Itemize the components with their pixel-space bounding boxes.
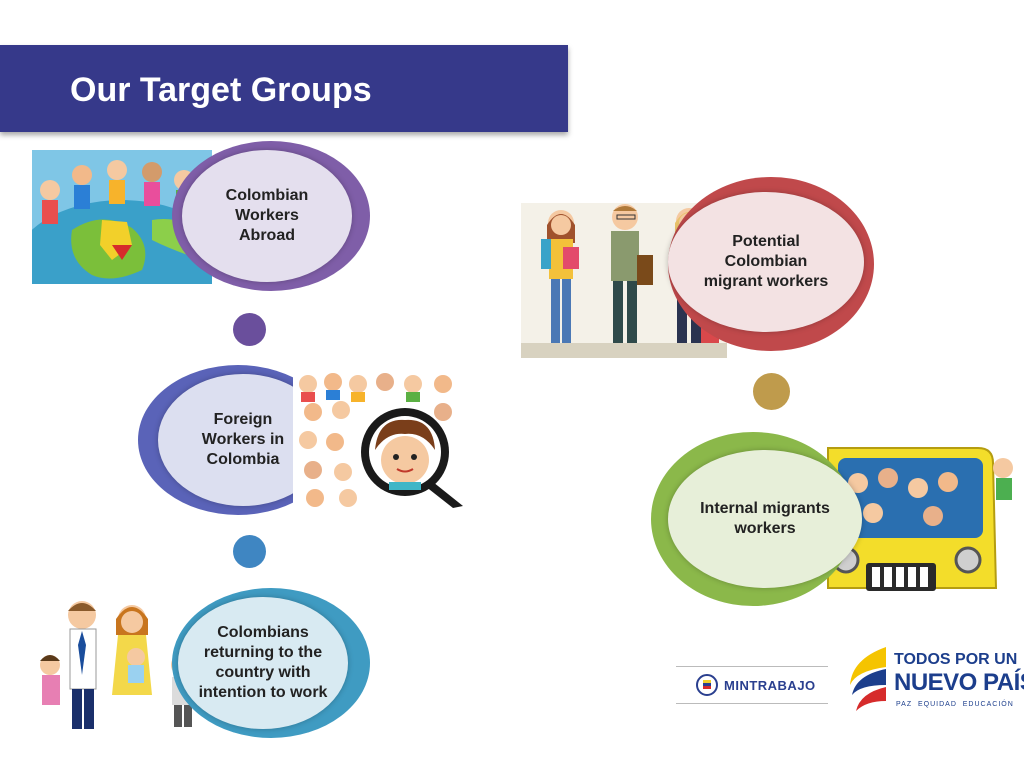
slogan-line-3: PAZ EQUIDAD EDUCACIÓN [896, 701, 1014, 708]
group-label: Potential Colombian migrant workers [703, 233, 829, 290]
school-bus-image [818, 438, 1024, 600]
family-image [32, 595, 212, 735]
group-label: Internal migrants workers [700, 500, 830, 537]
group-label: Colombians returning to the country with… [198, 624, 328, 701]
title-bar: Our Target Groups [0, 45, 568, 132]
group-label: Colombian Workers Abroad [225, 187, 309, 244]
group-label: Foreign Workers in Colombia [201, 411, 285, 468]
mintrabajo-logo: MINTRABAJO [676, 666, 828, 704]
connector-dot [233, 535, 266, 568]
group-colombians-returning: Colombians returning to the country with… [178, 597, 348, 729]
slogan-line-1: TODOS POR UN [894, 651, 1018, 668]
connector-dot [233, 313, 266, 346]
ministry-name: MINTRABAJO [724, 677, 816, 693]
todos-por-un-nuevo-pais-logo: TODOS POR UN NUEVO PAÍS PAZ EQUIDAD EDUC… [846, 645, 1024, 715]
group-internal-migrants: Internal migrants workers [668, 450, 862, 588]
slide-title: Our Target Groups [70, 71, 372, 109]
flag-swoosh-icon [850, 647, 886, 711]
crowd-magnifier-image [293, 372, 469, 508]
kids-globe-image [32, 150, 212, 284]
connector-dot [753, 373, 790, 410]
coat-of-arms-icon [696, 674, 718, 696]
slogan-line-2: NUEVO PAÍS [894, 669, 1024, 696]
group-colombian-workers-abroad: Colombian Workers Abroad [182, 150, 352, 282]
group-potential-migrants: Potential Colombian migrant workers [668, 192, 864, 332]
